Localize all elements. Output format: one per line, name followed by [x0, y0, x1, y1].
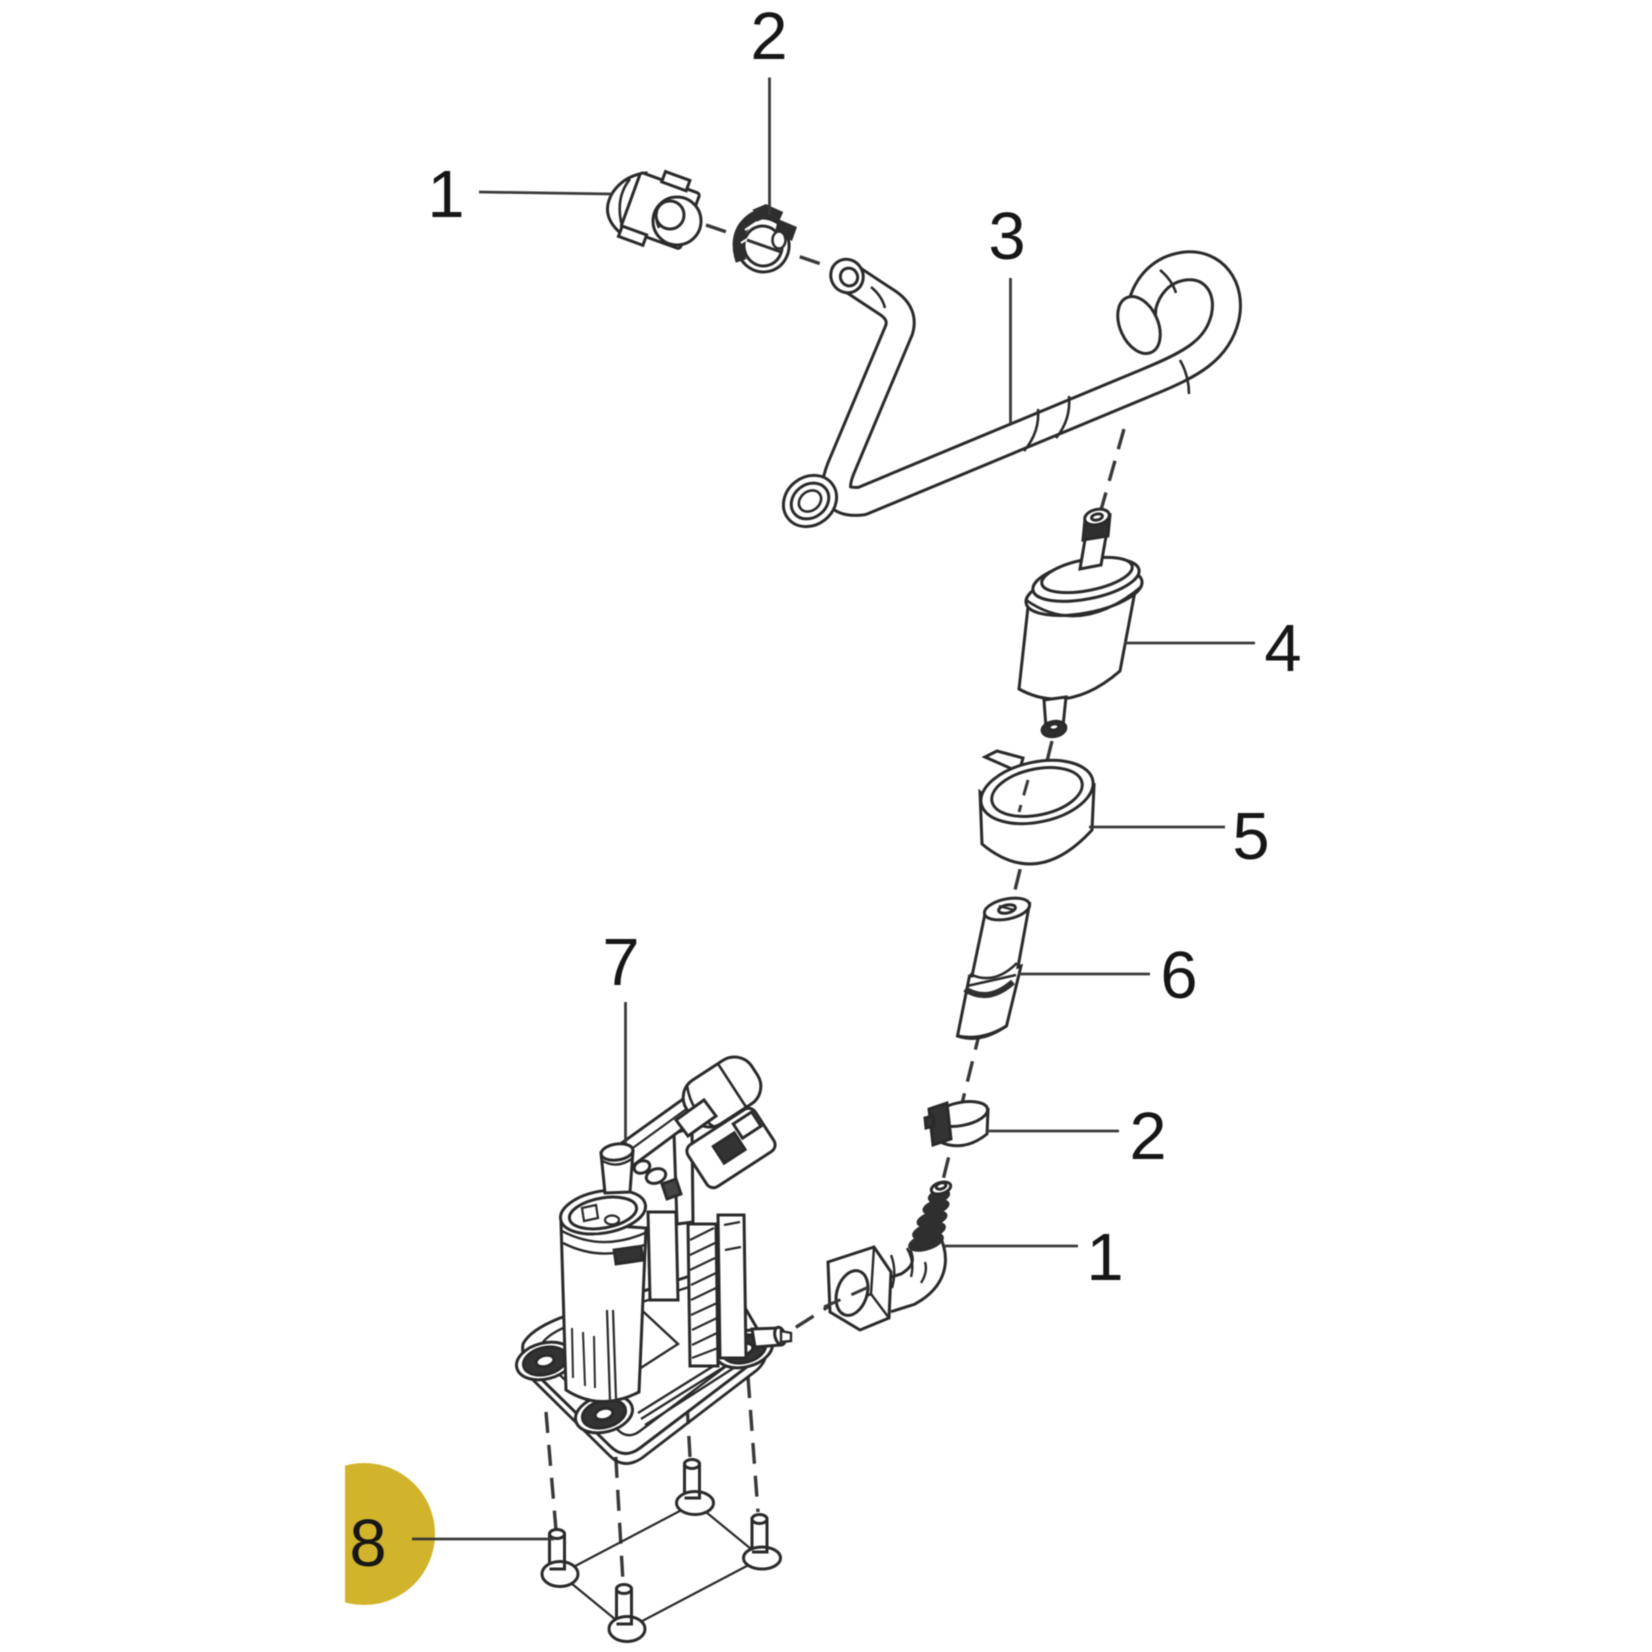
svg-text:6: 6	[1160, 938, 1197, 1013]
svg-text:1: 1	[427, 157, 464, 232]
svg-text:1: 1	[1086, 1220, 1123, 1295]
svg-text:3: 3	[988, 199, 1025, 274]
svg-text:2: 2	[750, 0, 787, 74]
svg-text:2: 2	[1129, 1099, 1166, 1174]
svg-text:5: 5	[1232, 799, 1269, 874]
svg-text:8: 8	[349, 1506, 386, 1581]
svg-text:4: 4	[1264, 611, 1301, 686]
svg-text:7: 7	[602, 925, 639, 1000]
